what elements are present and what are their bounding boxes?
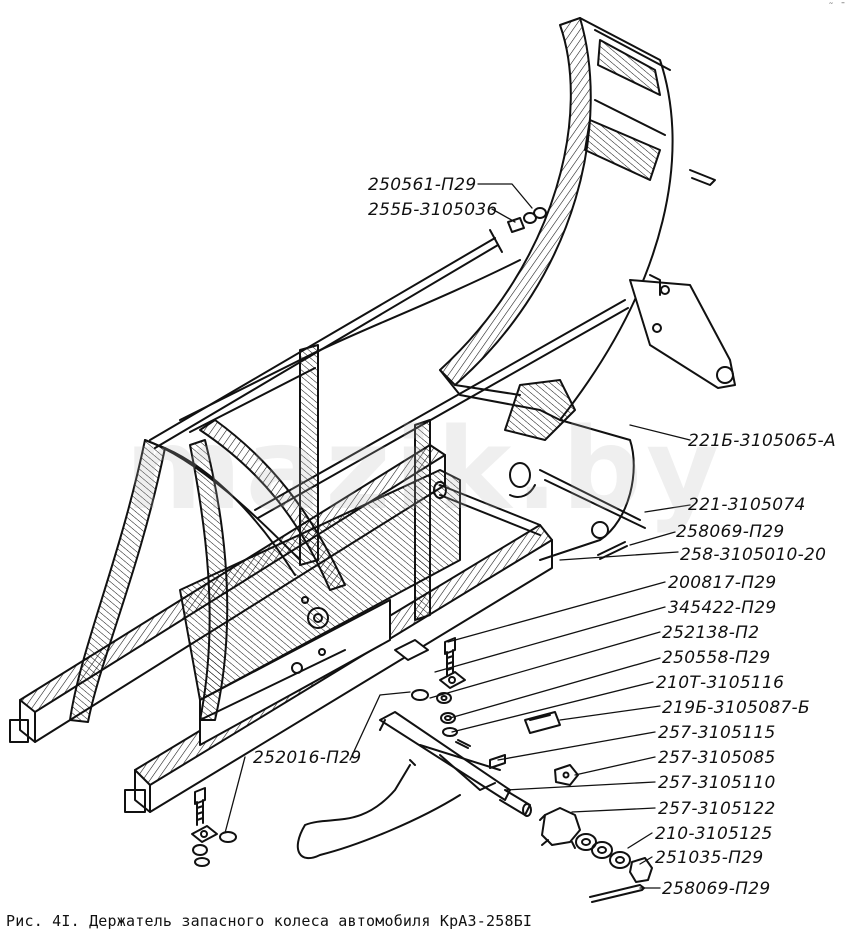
nut-2	[192, 844, 208, 856]
corner-mark: ˜ ̄	[827, 2, 840, 13]
mounting-pad	[394, 639, 429, 661]
right-bracket-plate	[629, 274, 736, 389]
callout-221-3105074: 221-3105074	[688, 495, 806, 515]
callout-258069-p29-b: 258069-П29	[662, 879, 771, 899]
callout-252138-p2: 252138-П2	[662, 623, 760, 643]
callout-257-3105110: 257-3105110	[658, 773, 776, 793]
spacer-1	[575, 833, 597, 851]
vertical-post-left	[299, 344, 319, 566]
cross-member	[179, 469, 461, 746]
callout-210-3105125: 210-3105125	[655, 824, 773, 844]
callout-257-3105115: 257-3105115	[658, 723, 776, 743]
plate-square	[439, 671, 466, 689]
callout-200817-p29: 200817-П29	[668, 573, 777, 593]
lockwasher-2	[194, 857, 210, 867]
callout-257-3105122: 257-3105122	[658, 799, 776, 819]
lockwasher-1	[442, 727, 458, 737]
cotter-1	[455, 739, 471, 749]
callout-251035-p29: 251035-П29	[655, 848, 764, 868]
leader-lines	[224, 183, 691, 889]
u-bolt-handle	[296, 759, 461, 860]
vertical-post-right	[414, 419, 431, 621]
castle-nut	[629, 857, 653, 883]
callout-250558-p29: 250558-П29	[662, 648, 771, 668]
callout-258-3105010-20: 258-3105010-20	[680, 545, 827, 565]
figure-caption: Рис. 4I. Держатель запасного колеса авто…	[6, 912, 533, 930]
upper-frame-tube	[179, 259, 521, 433]
top-washer	[507, 217, 525, 233]
callout-210t-3105116: 210Т-3105116	[656, 673, 785, 693]
lever-shaft	[379, 711, 532, 817]
callout-250561-p29: 250561-П29	[368, 175, 477, 195]
callout-221b-3105065-a: 221Б-3105065-А	[688, 431, 836, 451]
spacer-3	[609, 851, 631, 869]
cradle-arm-left	[69, 439, 301, 723]
washer-2	[411, 689, 429, 701]
diagonal-brace	[254, 299, 629, 519]
spring-clip	[524, 711, 561, 734]
ratchet-wheel	[539, 807, 581, 849]
callout-255b-3105036: 255Б-3105036	[368, 200, 498, 220]
callout-219b-3105087-b: 219Б-3105087-Б	[662, 698, 810, 718]
center-pivot-bracket	[433, 379, 646, 561]
pawl	[554, 764, 579, 786]
bolt-lower	[194, 787, 206, 826]
cotter-pin-bottom	[589, 884, 645, 903]
callout-257-3105085: 257-3105085	[658, 748, 776, 768]
spacer-2	[591, 841, 613, 859]
callout-252016-p29: 252016-П29	[253, 748, 362, 768]
top-nut	[523, 207, 547, 224]
pin	[489, 754, 506, 769]
upper-tie-rod	[149, 229, 503, 449]
nut-1	[440, 712, 456, 724]
plate-square-2	[191, 825, 218, 843]
callout-345422-p29: 345422-П29	[668, 598, 777, 618]
front-bow	[439, 17, 716, 421]
bolt-upper	[444, 637, 456, 676]
cradle-arm-mid	[189, 419, 346, 721]
washer-1	[436, 692, 452, 704]
callout-258069-p29-a: 258069-П29	[676, 522, 785, 542]
washer-3	[219, 831, 237, 843]
